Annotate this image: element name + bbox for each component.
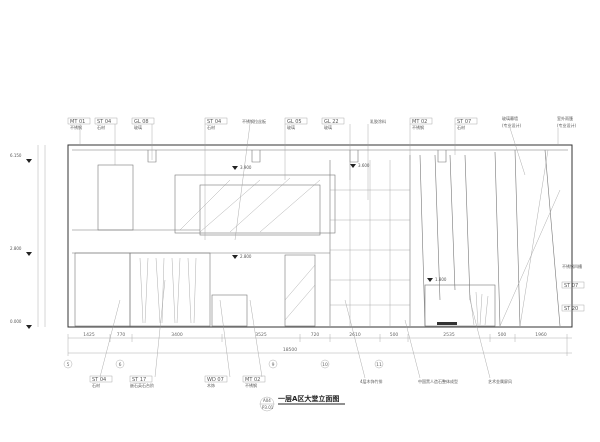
- material-tag: 艺术金属屏风: [469, 299, 512, 384]
- label: A04: [263, 398, 271, 403]
- label: ST 04: [92, 377, 106, 383]
- label: (专业设计): [502, 122, 522, 128]
- label: 4层木饰竹排: [360, 378, 383, 384]
- label: 2535: [443, 332, 455, 338]
- label: 木饰: [207, 382, 215, 388]
- level-markers: 6.150 2.800 0.000: [10, 145, 46, 329]
- label: 500: [390, 332, 399, 338]
- material-tag: 玻璃幕墙(专业设计): [502, 115, 526, 176]
- label: 720: [311, 332, 320, 338]
- label: 不锈钢: [412, 124, 424, 130]
- label: 18500: [283, 347, 297, 353]
- label: 室外雨篷: [557, 115, 573, 121]
- material-tag: 中国黑人造石整体成型: [404, 319, 458, 384]
- label: 6.150: [10, 153, 22, 158]
- label: 3.900: [240, 165, 252, 170]
- material-tag: 乳胶涂料: [367, 118, 386, 200]
- label: 9: [272, 362, 275, 368]
- label: 3.600: [358, 163, 370, 168]
- label: 6: [119, 362, 122, 368]
- label: 2.800: [240, 254, 252, 259]
- label: 艺术金属屏风: [488, 378, 512, 384]
- label: 石材: [92, 382, 100, 388]
- label: 玻璃幕墙: [502, 115, 518, 121]
- label: 500: [498, 332, 507, 338]
- label: ST 04: [207, 119, 221, 125]
- label: 不锈钢: [245, 382, 257, 388]
- label: 3400: [171, 332, 183, 338]
- label: GL 05: [287, 119, 302, 125]
- label: GL 08: [134, 119, 149, 125]
- right-material-tags: 不锈钢凹槽 ST 07 ST 20: [561, 263, 585, 312]
- label: 5: [67, 362, 70, 368]
- drawing-title: A04 P3.01 一层A区大堂立面图: [259, 394, 345, 412]
- label: 石材: [207, 124, 215, 130]
- building-outline: [67, 144, 573, 328]
- label: 11: [376, 362, 382, 368]
- label: ST 04: [97, 119, 111, 125]
- label: 2610: [349, 332, 361, 338]
- label: (专业设计): [557, 122, 577, 128]
- material-tag: 室外雨篷(专业设计): [557, 115, 577, 145]
- label: 玻璃: [287, 124, 295, 130]
- label: 乳胶涂料: [370, 118, 386, 124]
- label: ST 07: [457, 119, 471, 125]
- label: 3525: [255, 332, 267, 338]
- dimension-chain: 1425 770 3400 3525 720 2610 500 2535 500…: [67, 332, 572, 356]
- label: 一层A区大堂立面图: [278, 394, 339, 403]
- label: MT 01: [70, 119, 85, 125]
- material-tag: 4层木饰竹排: [344, 299, 383, 384]
- label: WD 07: [207, 377, 224, 383]
- label: 1960: [535, 332, 547, 338]
- label: 1.800: [435, 277, 447, 282]
- label: 770: [117, 332, 126, 338]
- label: 嵌石英石台阶: [130, 382, 154, 388]
- label: 1425: [83, 332, 95, 338]
- label: 石材: [97, 124, 105, 130]
- label: 0.000: [10, 319, 22, 324]
- label: 中国黑人造石整体成型: [418, 378, 458, 384]
- label: MT 02: [412, 119, 427, 125]
- label: 不锈钢: [70, 124, 82, 130]
- label: ST 17: [132, 377, 146, 383]
- label: GL 22: [324, 119, 339, 125]
- material-tag: 不锈钢拉丝板: [234, 118, 266, 241]
- label: 玻璃: [134, 124, 142, 130]
- label: 玻璃: [324, 124, 332, 130]
- label: 不锈钢拉丝板: [242, 118, 266, 124]
- label: ST 07: [564, 283, 578, 289]
- label: 石材: [457, 124, 465, 130]
- grid-axes: 5 6 9 10 11: [63, 359, 384, 369]
- label: 2.800: [10, 246, 22, 251]
- label: MT 02: [245, 377, 260, 383]
- label: ST 20: [564, 306, 578, 312]
- label: 不锈钢凹槽: [562, 263, 582, 269]
- label: P3.01: [262, 405, 274, 410]
- elevation-marks: 3.900 3.600 2.800 1.800: [232, 163, 447, 282]
- label: 10: [322, 362, 328, 368]
